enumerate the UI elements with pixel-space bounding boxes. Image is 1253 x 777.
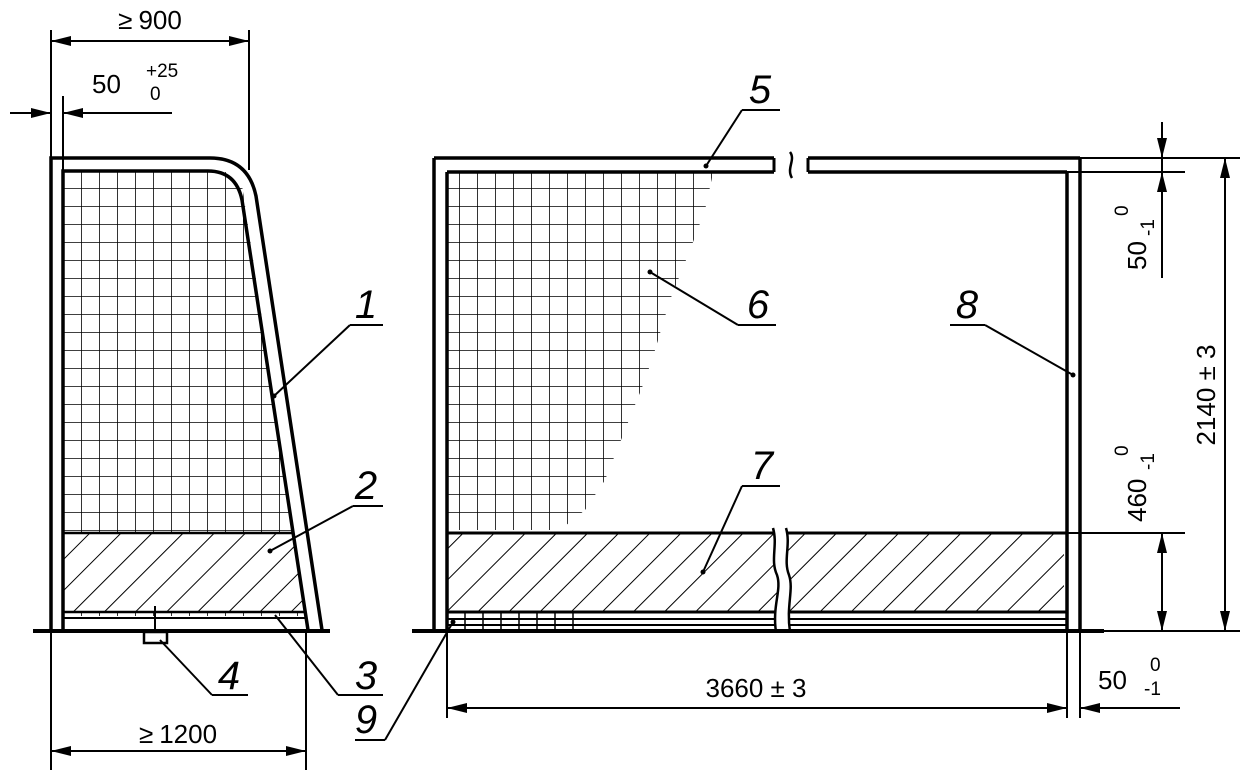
side-frame bbox=[49, 156, 324, 631]
dim-goal-height: 2140 ± 3 bbox=[1191, 344, 1221, 445]
dim-top-depth: ≥900 bbox=[118, 5, 182, 35]
side-board-hatch-lines bbox=[64, 533, 304, 612]
dim-board-height-upper: 0 bbox=[1112, 445, 1133, 456]
dim-board-height-lower: -1 bbox=[1138, 453, 1159, 470]
dim-post-width-front-lower: -1 bbox=[1144, 679, 1161, 700]
fastener-item-4 bbox=[142, 630, 169, 645]
front-net-mesh bbox=[447, 173, 713, 530]
callout-7: 7 bbox=[751, 444, 775, 488]
dim-post-width-side: 50 bbox=[92, 69, 121, 99]
front-view: 5 6 7 8 9 3660 ± 3 50 0 -1 bbox=[355, 68, 1240, 742]
callout-6: 6 bbox=[747, 283, 770, 327]
callout-4: 4 bbox=[218, 654, 240, 698]
dim-post-width-side-lower: 0 bbox=[150, 84, 161, 105]
dim-crossbar-height-lower: -1 bbox=[1138, 219, 1159, 236]
side-view: ≥900 50 +25 0 ≥1200 1 2 3 4 bbox=[10, 5, 383, 770]
dim-board-height: 460 bbox=[1122, 479, 1152, 522]
callout-5: 5 bbox=[749, 68, 772, 112]
dim-post-width-side-upper: +25 bbox=[146, 61, 178, 82]
callout-1: 1 bbox=[355, 283, 377, 327]
dim-post-width-front: 50 bbox=[1098, 665, 1127, 695]
callout-3: 3 bbox=[355, 654, 377, 698]
dim-bottom-depth: ≥1200 bbox=[139, 719, 217, 749]
dim-crossbar-height: 50 bbox=[1122, 241, 1152, 270]
dim-crossbar-height-upper: 0 bbox=[1112, 205, 1133, 216]
front-board-hatch bbox=[447, 533, 1064, 613]
callout-9: 9 bbox=[355, 698, 377, 742]
dim-goal-width: 3660 ± 3 bbox=[705, 673, 806, 703]
callout-8: 8 bbox=[956, 283, 979, 327]
callout-2: 2 bbox=[354, 464, 377, 508]
dim-post-width-front-upper: 0 bbox=[1150, 655, 1161, 676]
